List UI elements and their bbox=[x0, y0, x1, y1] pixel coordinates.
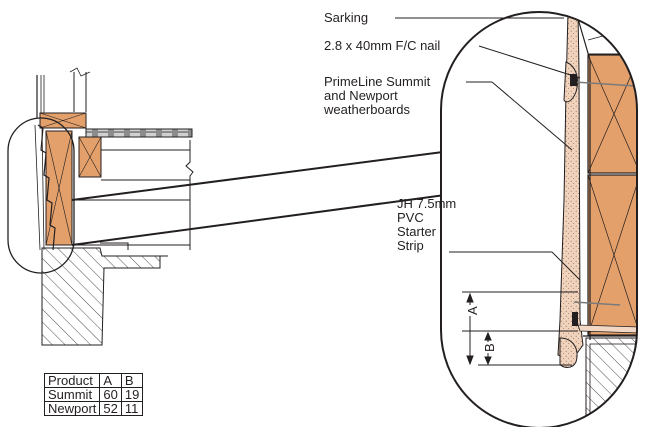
table-cell: 52 bbox=[99, 401, 122, 416]
label-leaders bbox=[395, 17, 581, 281]
table-header-cell: B bbox=[120, 373, 144, 388]
table-cell: Newport bbox=[43, 401, 101, 416]
table-header-cell: Product bbox=[43, 373, 101, 388]
table-cell: 11 bbox=[120, 401, 144, 416]
label-starter-strip: JH 7.5mm PVC Starter Strip bbox=[397, 196, 457, 253]
label-nail: 2.8 x 40mm F/C nail bbox=[324, 38, 441, 53]
overview-detail bbox=[7, 67, 194, 346]
table-cell: 19 bbox=[120, 387, 144, 402]
callout-connector-bottom bbox=[71, 194, 446, 246]
table-header-row: Product A B bbox=[43, 373, 144, 388]
callout-connector-top bbox=[71, 144, 498, 201]
dimension-label-b: B bbox=[482, 342, 497, 353]
table-row: Newport 52 11 bbox=[43, 401, 144, 416]
dimension-table: Product A B Summit 60 19 Newport 52 11 bbox=[43, 373, 144, 416]
table-header-cell: A bbox=[99, 373, 122, 388]
label-weatherboards: PrimeLine Summit and Newport weatherboar… bbox=[324, 74, 431, 117]
table-cell: 60 bbox=[99, 387, 122, 402]
dimension-label-a: A bbox=[465, 305, 480, 316]
table-cell: Summit bbox=[43, 387, 101, 402]
dimension-lines bbox=[462, 291, 578, 366]
table-row: Summit 60 19 bbox=[43, 387, 144, 402]
enlarged-callout-outline bbox=[440, 11, 638, 427]
enlarged-detail bbox=[441, 12, 637, 427]
label-sarking: Sarking bbox=[324, 10, 369, 25]
